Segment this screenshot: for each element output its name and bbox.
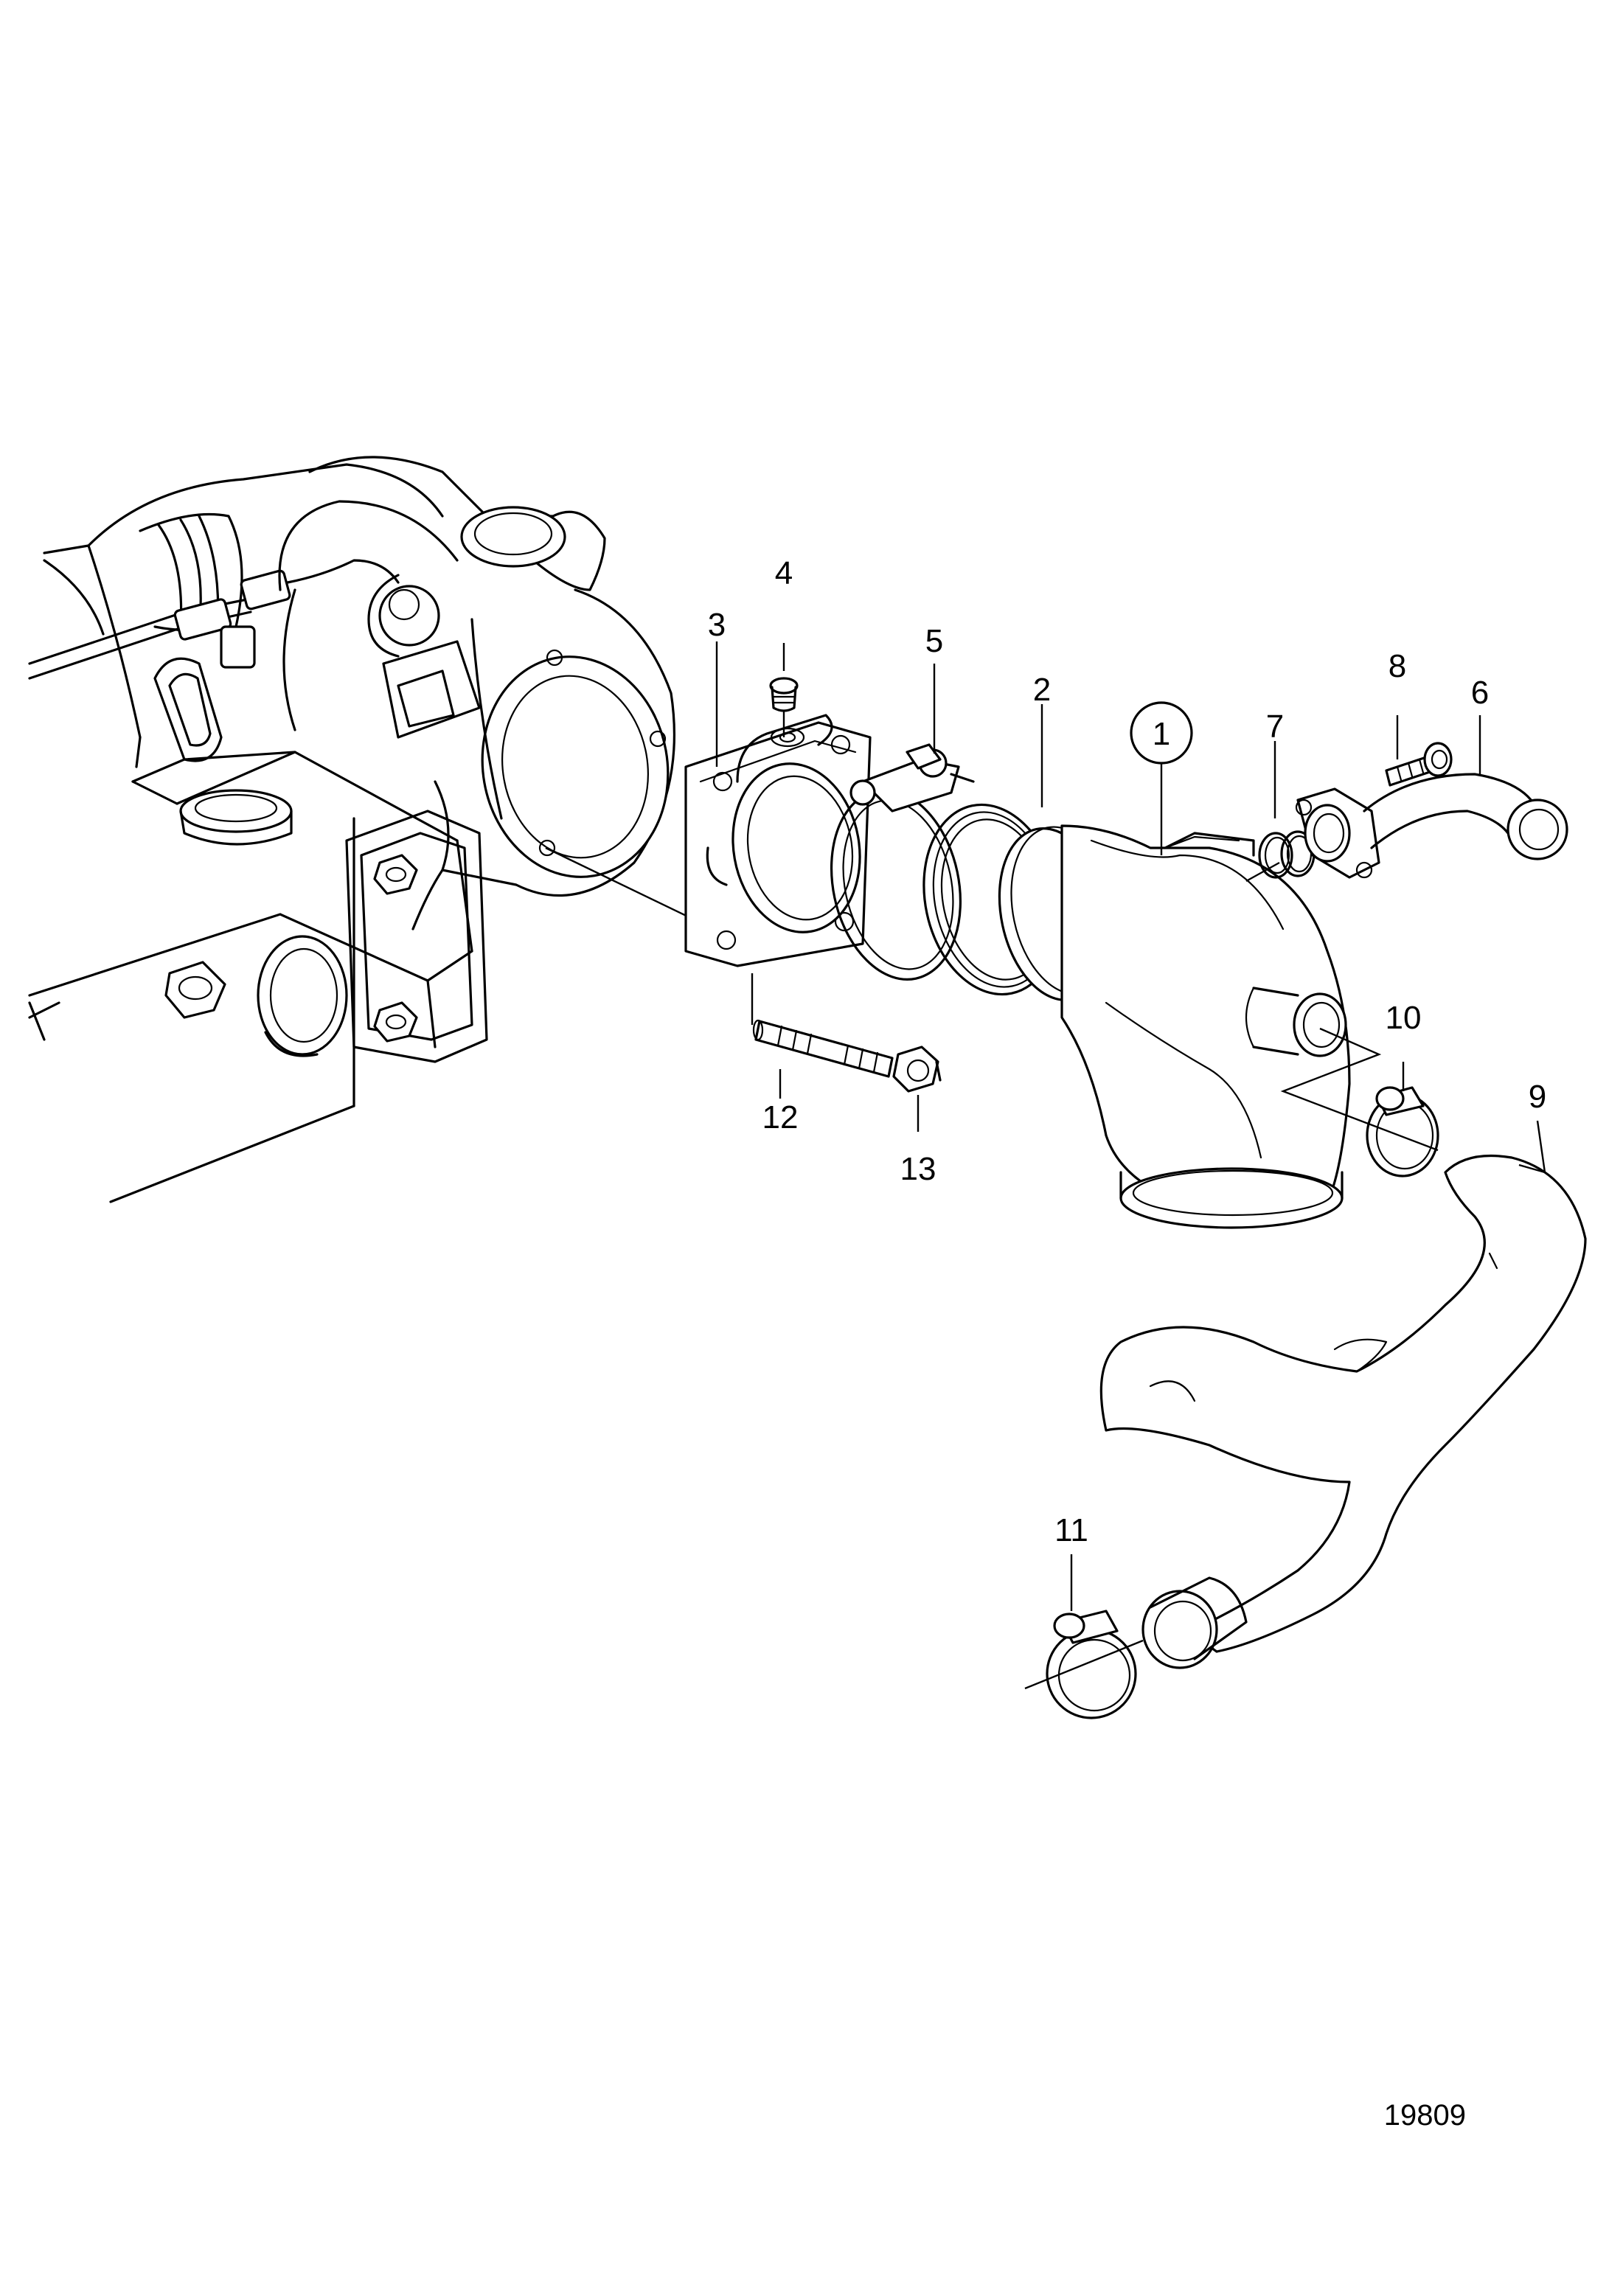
hose-clamp-upper-part: [1366, 1086, 1439, 1177]
callout-5: 5: [925, 623, 943, 659]
coolant-pipe-part: [1295, 773, 1568, 879]
callout-10: 10: [1386, 1000, 1422, 1036]
callout-1-circle: [1130, 701, 1193, 765]
callout-2: 2: [1033, 672, 1051, 708]
callout-7: 7: [1266, 709, 1284, 745]
callout-1: 1: [1153, 716, 1170, 752]
callout-11: 11: [1054, 1512, 1088, 1548]
callout-12: 12: [762, 1099, 799, 1135]
drawing-reference-number: 19809: [1384, 2099, 1466, 2132]
callout-8: 8: [1389, 648, 1406, 684]
leader-lines: [715, 641, 1546, 1611]
v-band-clamp-part: [830, 743, 975, 981]
callout-9: 9: [1529, 1079, 1546, 1115]
stud-part: [751, 973, 894, 1078]
callout-13: 13: [900, 1151, 936, 1187]
plug-part: [769, 677, 799, 737]
exhaust-elbow-part: [998, 824, 1351, 1229]
engine-block-context: [28, 456, 675, 1203]
adapter-flange-part: [684, 714, 872, 967]
hose-clamp-lower-part: [1024, 1610, 1144, 1719]
bent-hose-part: [1099, 1155, 1587, 1669]
screw-part: [1385, 715, 1453, 787]
manifold-bolt-icon: [164, 854, 418, 1043]
callout-3: 3: [708, 607, 726, 643]
callout-6: 6: [1471, 675, 1489, 711]
nut-part: [892, 1046, 942, 1093]
callout-4: 4: [775, 555, 793, 591]
